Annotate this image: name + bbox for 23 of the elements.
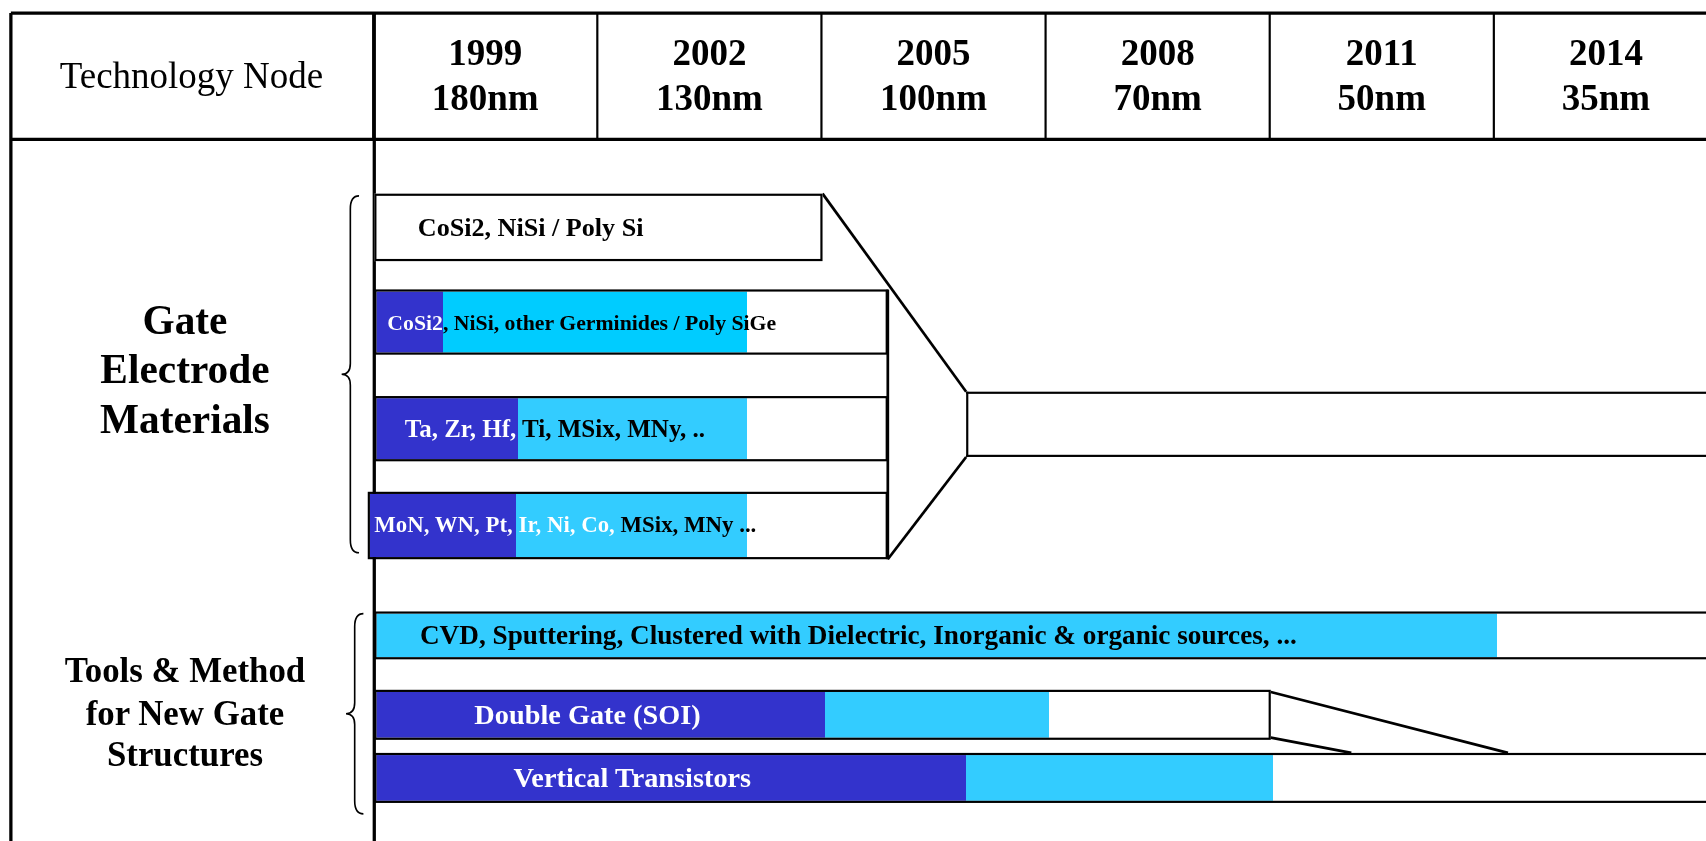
column-header: 2011 50nm bbox=[1270, 13, 1495, 140]
timeline-bar bbox=[374, 611, 1706, 660]
timeline-bar bbox=[374, 689, 1271, 740]
row-header: Tools & Method for New Gate Structures bbox=[63, 650, 307, 776]
column-header: 1999 180nm bbox=[374, 13, 599, 140]
row-header: Gate Electrode Materials bbox=[99, 295, 271, 444]
connector-line bbox=[886, 456, 968, 561]
timeline-bar bbox=[374, 396, 888, 462]
bar-label: CoSi2, NiSi / Poly Si bbox=[416, 211, 645, 244]
connector-line bbox=[821, 192, 968, 393]
bar-label: CVD, Sputtering, Clustered with Dielectric, Inorganic & organic sources, ... bbox=[418, 619, 1298, 652]
column-header: 2005 100nm bbox=[822, 13, 1047, 140]
timeline-bar bbox=[374, 752, 1706, 803]
bar-label: Double Gate (SOI) bbox=[473, 697, 702, 732]
column-header: Technology Node bbox=[10, 13, 375, 140]
timeline-bar bbox=[966, 391, 1706, 457]
timeline-bar bbox=[374, 193, 823, 262]
connector-line bbox=[1269, 690, 1510, 755]
column-header: 2002 130nm bbox=[598, 13, 823, 140]
column-header: 2014 35nm bbox=[1494, 13, 1706, 140]
timeline-bar bbox=[367, 491, 888, 560]
bar-label: Vertical Transistors bbox=[512, 761, 753, 795]
column-header: 2008 70nm bbox=[1046, 13, 1271, 140]
